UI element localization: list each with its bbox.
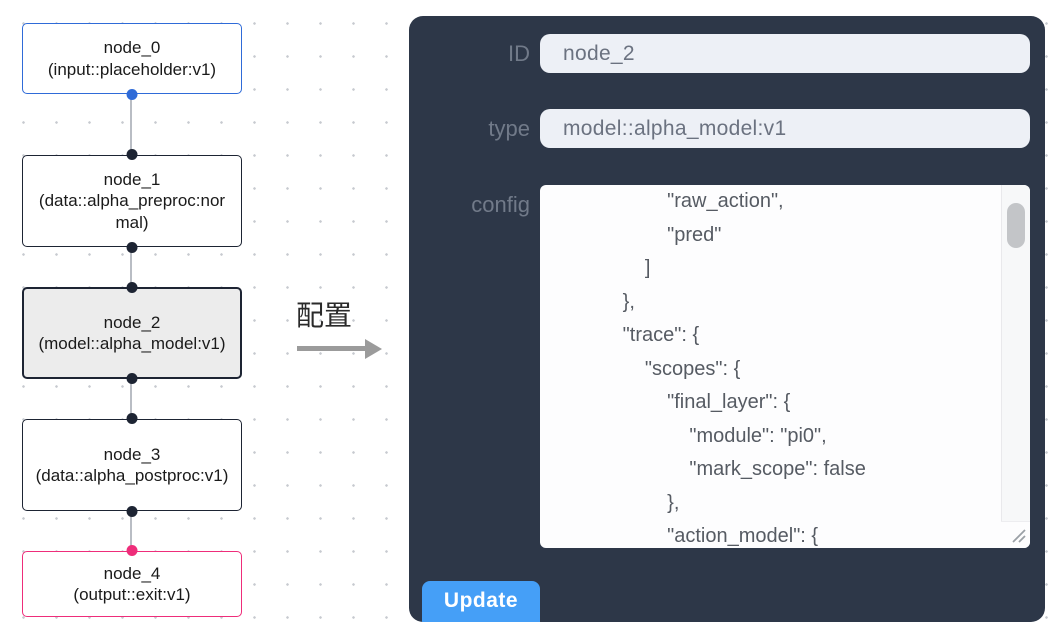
node-type-label: (data::alpha_postproc:v1) [35,466,229,485]
type-input[interactable] [540,109,1030,148]
node-label: node_2 [103,312,161,332]
node-label: node_4 [103,563,161,583]
config-textarea[interactable]: "raw_action", "pred" ] }, "trace": { "sc… [540,185,1030,548]
node-label: node_3 [103,444,161,464]
node-node_4[interactable]: node_4 (output::exit:v1) [22,545,242,617]
id-input[interactable] [540,34,1030,73]
config-json-text: "raw_action", "pred" ] }, "trace": { "sc… [622,190,866,547]
node-node_3[interactable]: node_3 (data::alpha_postproc:v1) [22,413,242,517]
node-type-label: (input::placeholder:v1) [47,59,217,79]
output-handle-dot[interactable] [126,373,138,384]
node-config-panel: ID type config "raw_action", "pred" ] },… [409,16,1045,622]
configure-annotation: 配置 [296,300,392,359]
type-field-label: type [488,116,530,141]
output-handle-dot[interactable] [126,89,138,100]
config-field-label: config [471,192,530,217]
config-scrollbar-thumb[interactable] [1007,203,1025,248]
output-handle-dot[interactable] [126,506,138,517]
node-type-label: (model::alpha_model:v1) [38,334,226,353]
node-label: node_1 [103,169,161,189]
node-node_2-selected[interactable]: node_2 (model::alpha_model:v1) [22,282,242,384]
update-button[interactable]: Update [422,581,540,622]
configure-label: 配置 [296,300,353,331]
node-node_0[interactable]: node_0 (input::placeholder:v1) [22,23,242,100]
input-handle-dot[interactable] [126,413,138,424]
node-type-label: (data::alpha_preproc:normal) [38,191,226,232]
resize-handle-icon[interactable] [1009,527,1027,543]
node-node_1[interactable]: node_1 (data::alpha_preproc:normal) [22,149,242,253]
scrollbar-corner [1001,521,1030,548]
node-type-label: (output::exit:v1) [73,585,191,604]
input-handle-dot[interactable] [126,545,138,556]
id-field-label: ID [508,41,530,66]
config-scrollbar-track[interactable] [1001,185,1030,521]
node-label: node_0 [103,38,161,57]
input-handle-dot[interactable] [126,282,138,293]
input-handle-dot[interactable] [126,149,138,160]
output-handle-dot[interactable] [126,242,138,253]
right-arrow-icon [296,338,392,359]
